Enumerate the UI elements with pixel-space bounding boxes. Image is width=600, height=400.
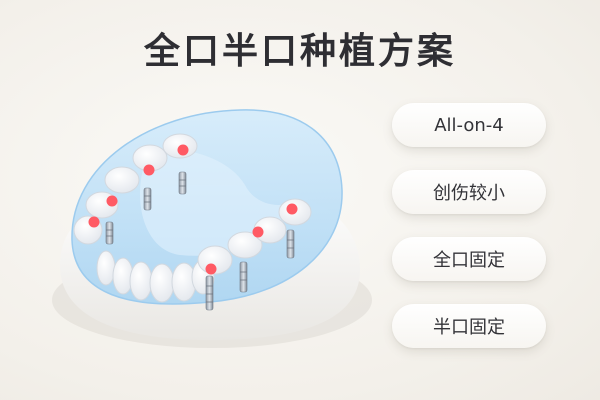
implant-thread-lines [106, 179, 294, 303]
page-title: 全口半口种植方案 [143, 31, 456, 72]
implant-marker-icon [88, 144, 298, 275]
implant-post-icon [105, 171, 295, 311]
tag-minimal-trauma[interactable]: 创伤较小 [392, 170, 546, 214]
tag-full-arch-fixed[interactable]: 全口固定 [392, 237, 546, 281]
feature-tag-list: All-on-4 创伤较小 全口固定 半口固定 [392, 103, 546, 371]
tag-all-on-4[interactable]: All-on-4 [392, 103, 546, 147]
tag-half-arch-fixed[interactable]: 半口固定 [392, 304, 546, 348]
dental-implant-illustration [52, 109, 372, 348]
